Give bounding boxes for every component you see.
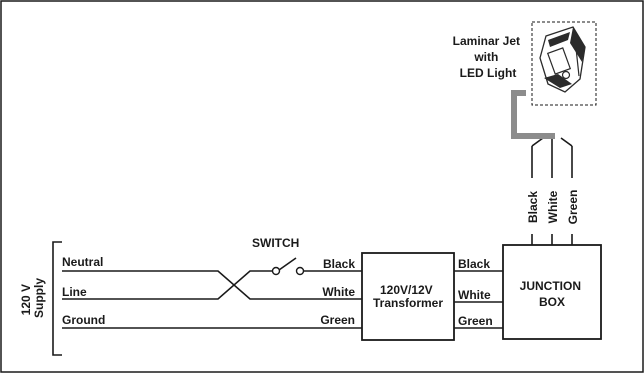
- transformer-out-white-label: White: [458, 288, 491, 302]
- transformer-out-black-label: Black: [458, 257, 490, 271]
- junction-box: [502, 244, 602, 340]
- transformer-in-black-label: Black: [323, 257, 355, 271]
- switch-label: SWITCH: [252, 236, 299, 250]
- transformer-box: [361, 252, 455, 341]
- junction-box-title-line1: JUNCTION: [520, 279, 581, 293]
- laminar-jet-label: Laminar Jet with LED Light: [453, 34, 524, 80]
- wire-fan: [531, 137, 573, 147]
- neutral-label: Neutral: [62, 255, 103, 269]
- junction-top-white-label: White: [546, 190, 560, 223]
- junction-box-title: JUNCTION BOX: [520, 279, 585, 309]
- laminar-jet-label-line1: Laminar Jet: [453, 34, 520, 48]
- supply-label-line1: 120 V: [19, 284, 33, 315]
- laminar-jet-label-line2: with: [473, 50, 498, 64]
- laminar-jet-label-line3: LED Light: [460, 66, 517, 80]
- transformer-in-white-label: White: [322, 285, 355, 299]
- transformer-title-line2: Transformer: [373, 296, 443, 310]
- switch-icon[interactable]: [271, 257, 305, 276]
- line-wire: [62, 270, 272, 300]
- supply-label-line2: Supply: [32, 278, 46, 318]
- transformer-out-green-label: Green: [458, 314, 493, 328]
- transformer-in-green-label: Green: [320, 313, 355, 327]
- laminar-jet-frame: [531, 21, 597, 106]
- junction-top-green-label: Green: [566, 190, 580, 225]
- transformer-title-line1: 120V/12V: [380, 283, 433, 297]
- conduit: [511, 90, 555, 139]
- supply-bracket: [52, 241, 62, 356]
- junction-box-title-line2: BOX: [539, 295, 565, 309]
- line-label: Line: [62, 285, 87, 299]
- transformer-title: 120V/12V Transformer: [373, 283, 443, 310]
- laminar-jet-device-icon: [539, 26, 586, 93]
- supply-label: 120 V Supply: [19, 278, 46, 318]
- junction-top-black-label: Black: [526, 191, 540, 223]
- ground-label: Ground: [62, 313, 105, 327]
